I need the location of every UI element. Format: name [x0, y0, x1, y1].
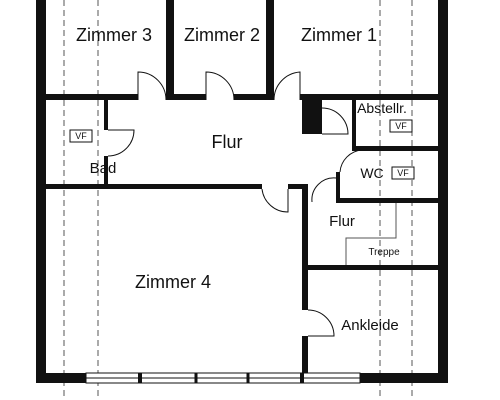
wall-wc-bottom [336, 198, 438, 203]
stair-outline [345, 203, 397, 265]
room-label-zimmer1: Zimmer 1 [301, 25, 377, 45]
room-label-wc: WC [360, 165, 383, 181]
door-swings [107, 71, 363, 337]
vf-label-wc: VF [397, 168, 409, 178]
treppe-outline [345, 203, 397, 265]
vf-label-bad: VF [75, 131, 87, 141]
wall-zimmer4-top-right [288, 184, 308, 189]
wall-wc-left-b [336, 172, 340, 198]
wall-top-mid2 [234, 94, 274, 100]
door-wc [339, 149, 363, 173]
bottom-windows [85, 372, 361, 384]
room-label-flur-main: Flur [212, 132, 243, 152]
wall-wc-left-a [352, 100, 356, 146]
door-flur-small [311, 177, 337, 203]
wall-flur-ankleide [308, 265, 438, 270]
door-zimmer3 [137, 71, 167, 101]
vf-boxes [69, 119, 415, 180]
wall-zimmer3-zimmer2 [166, 0, 174, 100]
wall-bad-flur-b [104, 156, 108, 186]
room-label-flur-small: Flur [329, 213, 355, 230]
door-zimmer1 [273, 71, 301, 101]
outer-wall-right [438, 0, 448, 383]
wall-abstellraum-post [302, 100, 322, 134]
door-abstellraum [321, 107, 349, 135]
room-label-treppe: Treppe [368, 247, 400, 258]
wall-zimmer4-top [46, 184, 262, 189]
room-label-abstellraum: Abstellr. [357, 100, 407, 116]
vf-box-bad [69, 129, 93, 143]
vf-label-abstellraum: VF [395, 121, 407, 131]
vf-box-wc [391, 166, 415, 180]
wall-abstellraum-bottom [352, 146, 438, 151]
wall-zimmer4-right-b [302, 336, 308, 383]
room-label-bad: Bad [90, 160, 117, 177]
room-label-ankleide: Ankleide [341, 317, 399, 334]
room-label-zimmer4: Zimmer 4 [135, 272, 211, 292]
door-zimmer4 [261, 188, 289, 213]
vf-box-abstellraum [389, 119, 413, 133]
walls [36, 0, 448, 383]
door-zimmer2 [205, 71, 235, 101]
room-label-zimmer3: Zimmer 3 [76, 25, 152, 45]
door-ankleide [307, 309, 335, 337]
door-bad [107, 129, 135, 157]
wall-top-right [300, 94, 438, 100]
wall-bad-flur-a [104, 100, 108, 130]
wall-top-mid [166, 94, 206, 100]
wall-zimmer4-right-a [302, 184, 308, 310]
room-label-zimmer2: Zimmer 2 [184, 25, 260, 45]
outer-wall-bottom-right [360, 373, 448, 383]
wall-top-left [46, 94, 138, 100]
outer-wall-left [36, 0, 46, 383]
wall-zimmer2-zimmer1 [266, 0, 274, 100]
outer-wall-bottom-left [36, 373, 86, 383]
